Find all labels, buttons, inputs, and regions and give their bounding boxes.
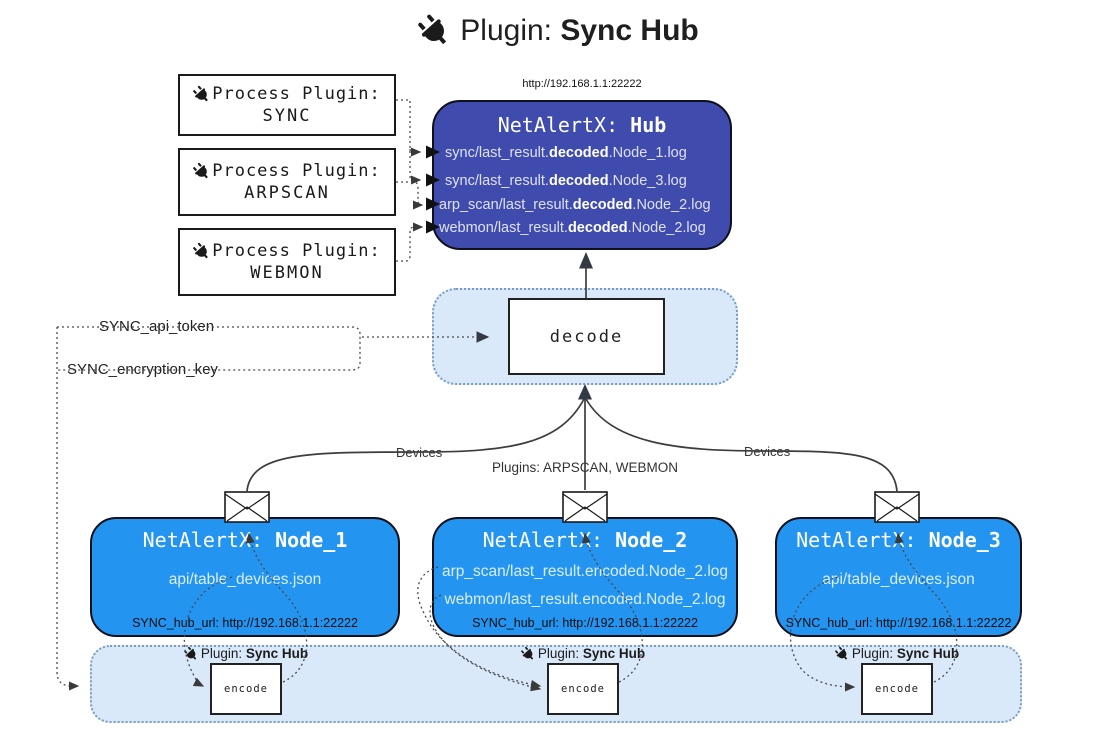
node-2-box: NetAlertX: Node_2 arp_scan/last_result.e… — [432, 517, 738, 637]
process-plugin-label: Process Plugin: — [212, 241, 381, 261]
encode-band-label-3: Plugin: Sync Hub — [827, 646, 967, 661]
process-plugin-name: SYNC — [262, 106, 312, 126]
config-sync-api-token: SYNC_api_token — [96, 318, 218, 335]
node-3-box: NetAlertX: Node_3 api/table_devices.json… — [775, 517, 1022, 637]
process-plugin-name: WEBMON — [250, 263, 324, 283]
node-title: NetAlertX: Node_2 — [482, 528, 688, 552]
hub-title-name: Hub — [630, 113, 667, 137]
node-1-box: NetAlertX: Node_1 api/table_devices.json… — [90, 517, 400, 637]
title-prefix: Plugin: — [460, 14, 553, 47]
encode-box-1: encode — [210, 663, 282, 715]
band-label-text: Plugin: Sync Hub — [537, 646, 646, 661]
process-plugin-sync: Process Plugin: SYNC — [178, 74, 396, 136]
page-title: Plugin: Sync Hub — [0, 14, 1117, 48]
page-title-text: Plugin: Sync Hub — [460, 14, 698, 48]
hub-log-line: arp_scan/last_result.decoded.Node_2.log — [439, 197, 711, 213]
title-name: Sync Hub — [560, 14, 699, 47]
process-plugin-label: Process Plugin: — [212, 84, 381, 104]
process-plugin-webmon: Process Plugin: WEBMON — [178, 228, 396, 296]
plug-icon — [190, 82, 214, 106]
hub-title: NetAlertX: Hub — [434, 113, 730, 137]
node-file: webmon/last_result.encoded.Node_2.log — [444, 591, 726, 608]
process-plugin-name: ARPSCAN — [244, 183, 330, 203]
hub-title-prefix: NetAlertX: — [497, 113, 631, 137]
node-hub-url: SYNC_hub_url: http://192.168.1.1:22222 — [785, 616, 1012, 630]
encode-band-label-1: Plugin: Sync Hub — [176, 646, 316, 661]
plug-icon — [832, 644, 852, 664]
hub-url: http://192.168.1.1:22222 — [522, 78, 642, 90]
node-title: NetAlertX: Node_3 — [796, 528, 1001, 552]
process-plugin-arpscan: Process Plugin: ARPSCAN — [178, 148, 396, 216]
node-hub-url: SYNC_hub_url: http://192.168.1.1:22222 — [132, 616, 358, 630]
edge-label-plugins: Plugins: ARPSCAN, WEBMON — [491, 460, 679, 475]
config-sync-encryption-key: SYNC_encryption_key — [64, 361, 221, 378]
hub-log-line: webmon/last_result.decoded.Node_2.log — [439, 220, 706, 236]
plug-icon — [190, 239, 214, 263]
plug-icon — [190, 159, 214, 183]
process-plugin-label: Process Plugin: — [212, 161, 381, 181]
hub-log-line: sync/last_result.decoded.Node_1.log — [445, 145, 687, 161]
edge-label-devices-left: Devices — [392, 445, 447, 460]
band-label-text: Plugin: Sync Hub — [200, 646, 309, 661]
plug-icon — [412, 8, 457, 53]
plug-icon — [518, 644, 538, 664]
band-label-text: Plugin: Sync Hub — [851, 646, 960, 661]
node-file: api/table_devices.json — [168, 571, 322, 588]
node-title: NetAlertX: Node_1 — [142, 528, 348, 552]
encode-band-label-2: Plugin: Sync Hub — [513, 646, 653, 661]
node-hub-url: SYNC_hub_url: http://192.168.1.1:22222 — [472, 616, 698, 630]
edge-label-devices-right: Devices — [740, 444, 795, 459]
encode-box-3: encode — [861, 663, 933, 715]
node-file: api/table_devices.json — [822, 571, 975, 588]
decode-box: decode — [508, 298, 665, 375]
hub-box: NetAlertX: Hub sync/last_result.decoded.… — [432, 100, 732, 250]
node-file: arp_scan/last_result.encoded.Node_2.log — [441, 563, 729, 580]
encode-box-2: encode — [547, 663, 619, 715]
plug-icon — [181, 644, 201, 664]
hub-log-line: sync/last_result.decoded.Node_3.log — [445, 173, 687, 189]
